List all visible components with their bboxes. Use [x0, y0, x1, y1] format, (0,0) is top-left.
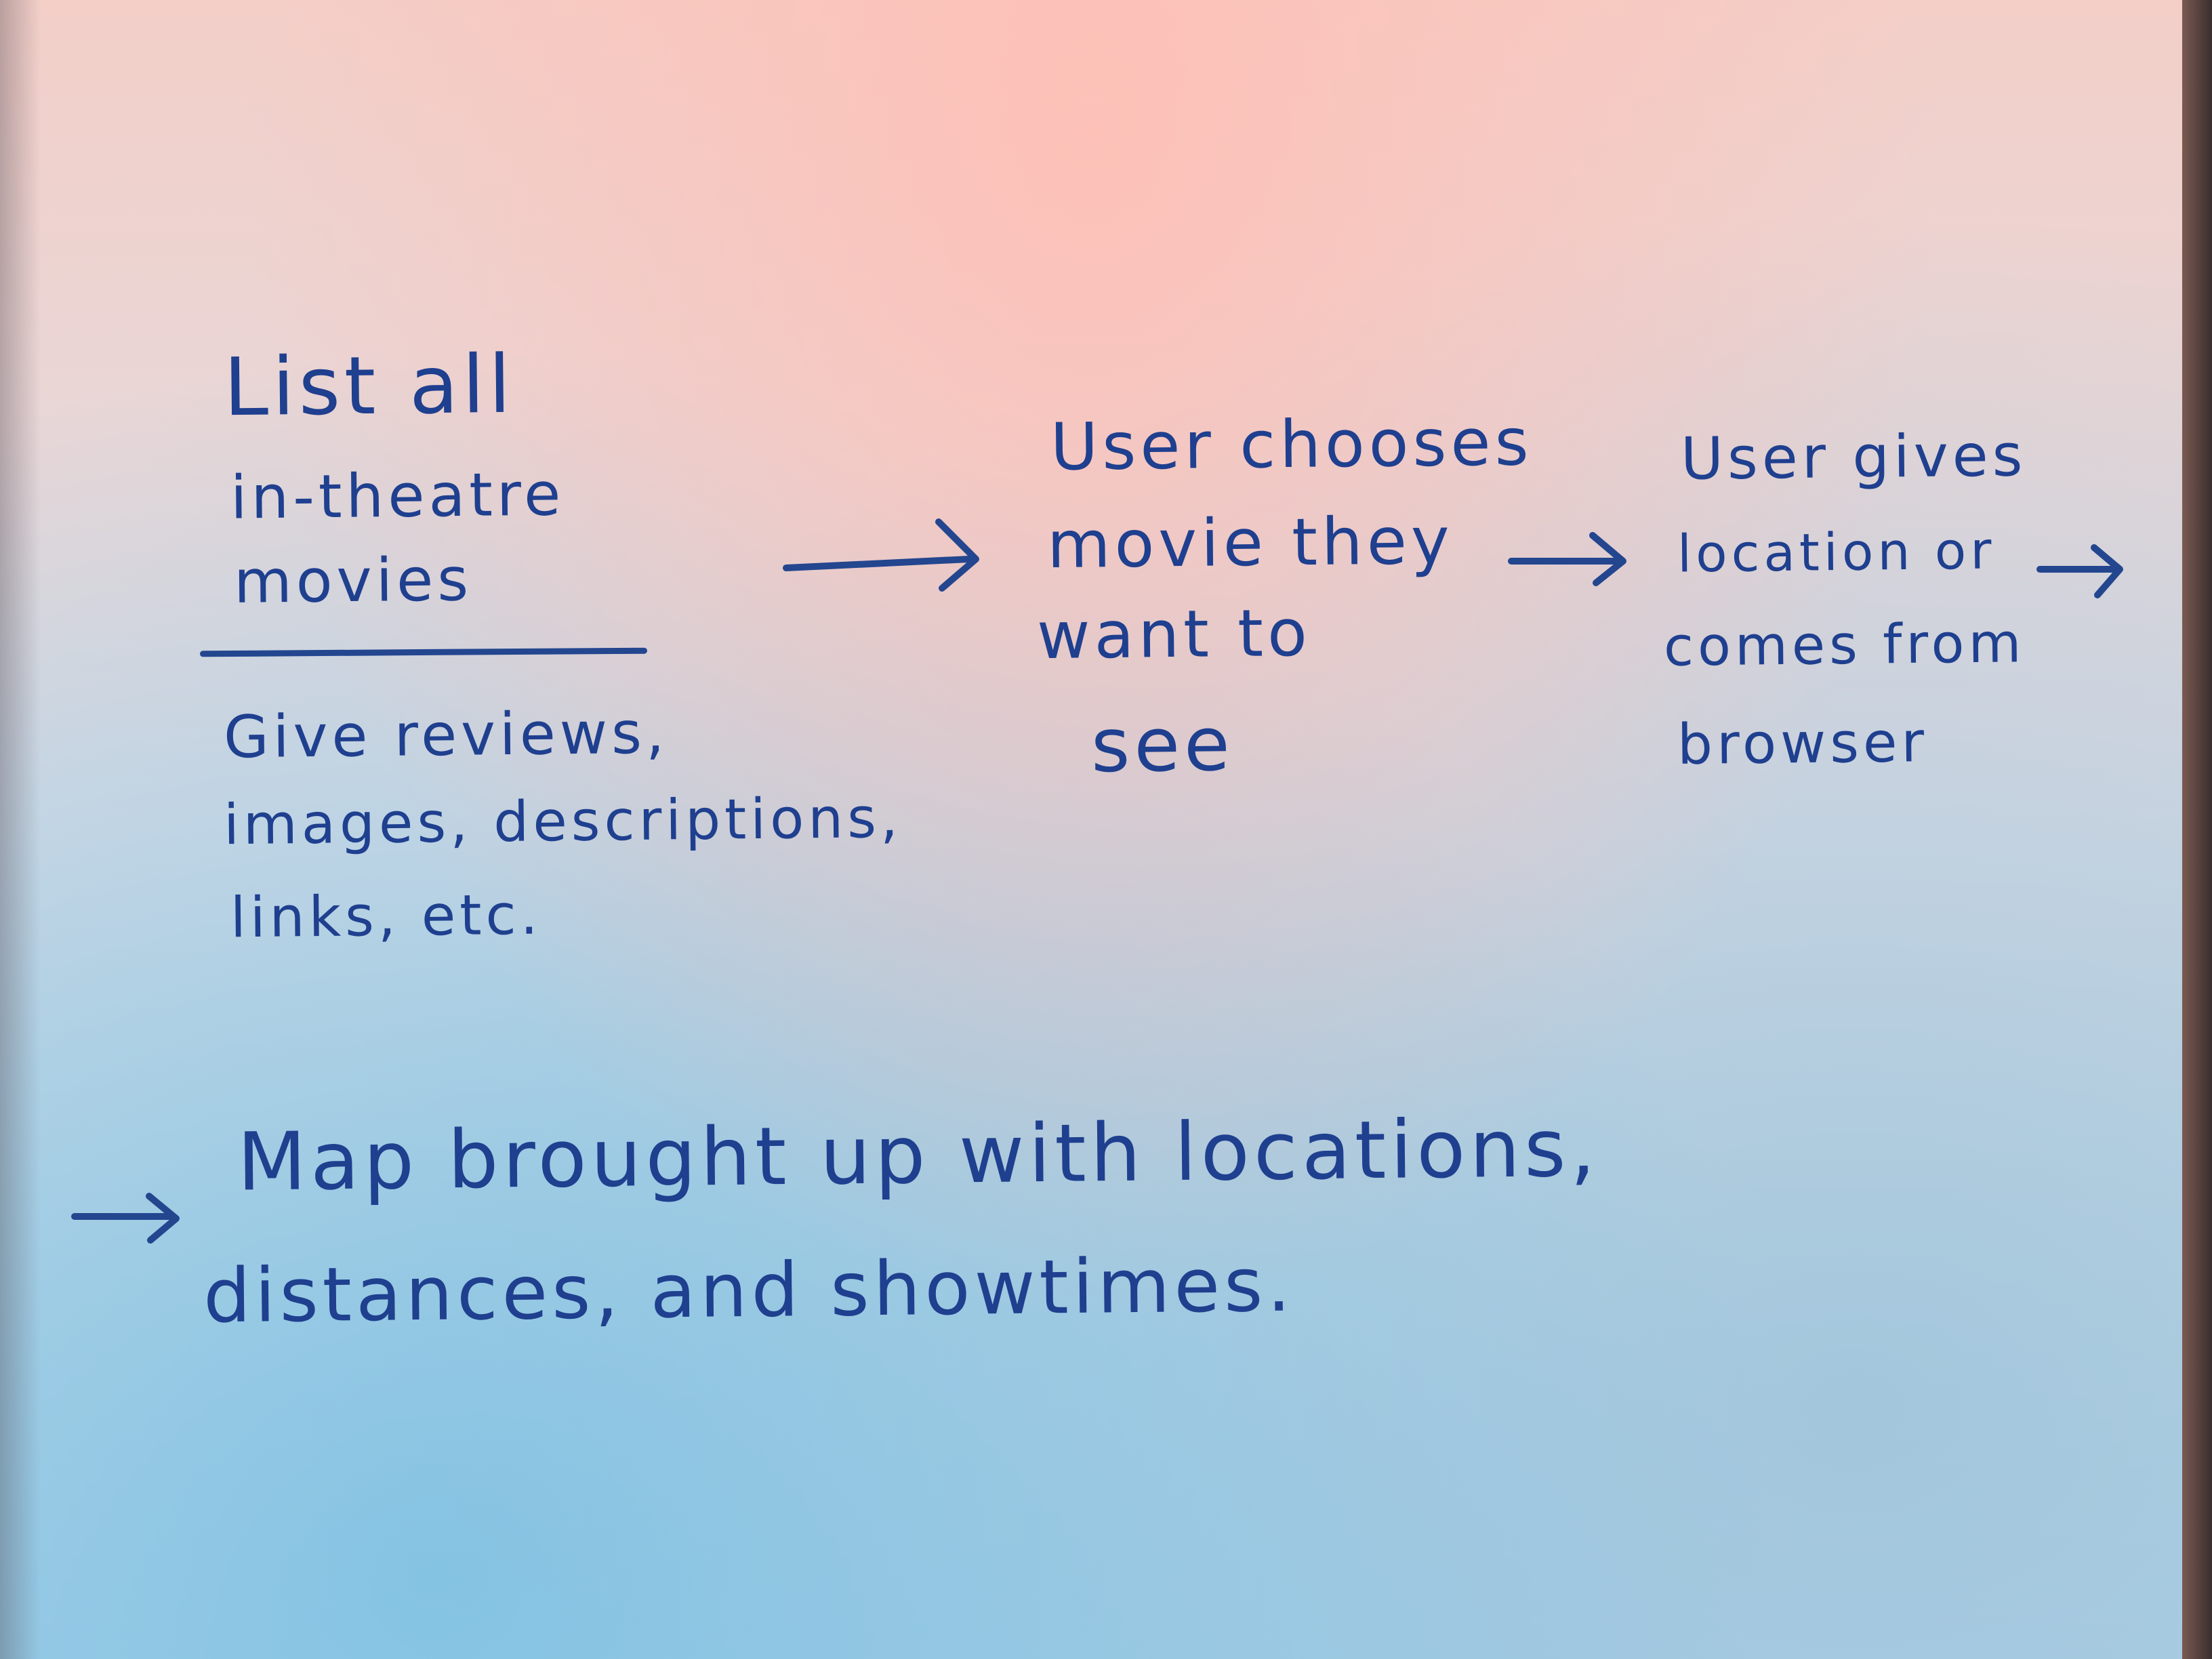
step3-line3: comes from — [1663, 611, 2026, 678]
step3-line1: User gives — [1680, 422, 2027, 493]
step4-line1: Map brought up with locations, — [237, 1101, 1600, 1209]
step1-title: List all — [223, 337, 516, 434]
step1-line3: movies — [233, 544, 473, 617]
step2-line4: see — [1090, 700, 1235, 790]
step1-detail1: Give reviews, — [223, 699, 669, 772]
step2-line1: User chooses — [1050, 404, 1534, 485]
step3-line4: browser — [1677, 710, 1929, 777]
paper-shadow — [0, 0, 41, 1659]
step2-line2: movie they — [1046, 502, 1454, 583]
step1-detail3: links, etc. — [230, 882, 543, 951]
step3-line2: location or — [1677, 520, 1996, 584]
step2-line3: want to — [1036, 594, 1312, 674]
step1-line2: in-theatre — [230, 459, 565, 533]
step1-detail2: images, descriptions, — [223, 785, 903, 858]
table-edge — [2182, 0, 2212, 1659]
step4-line2: distances, and showtimes. — [203, 1241, 1295, 1340]
